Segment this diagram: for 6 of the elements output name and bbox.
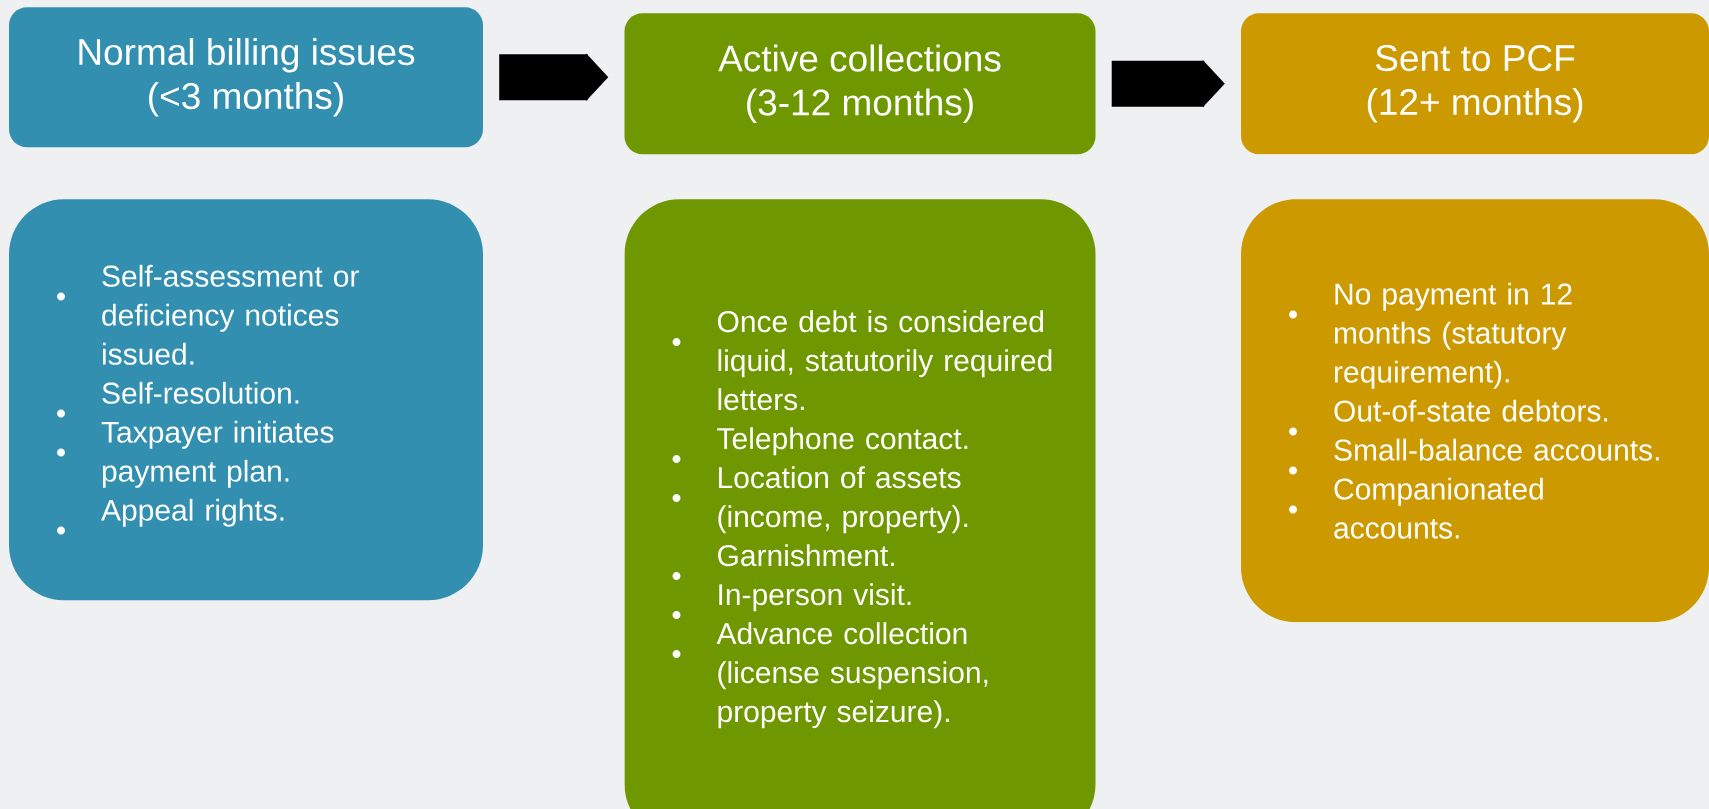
- stage-box: Sent to PCF (12+ months): [1241, 13, 1709, 155]
- bullet-list-box: Once debt is considered liquid, statutorily required letters. Telephone contact. Location of assets (income, property). Garnishment. In-person visit. Advance collection (license suspension, property seizure).: [624, 199, 1096, 809]
- stage-box: Active collections (3-12 months): [624, 13, 1096, 155]
- stage-box: Normal billing issues (<3 months): [9, 7, 483, 148]
- bullet-list-box: No payment in 12 months (statutory requirement). Out-of-state debtors. Small-balance accounts. Companionated accounts.: [1241, 199, 1709, 623]
- bullet-list-box: Self-assessment or deficiency notices issued. Self-resolution. Taxpayer initiates payment plan. Appeal rights.: [9, 199, 483, 601]
